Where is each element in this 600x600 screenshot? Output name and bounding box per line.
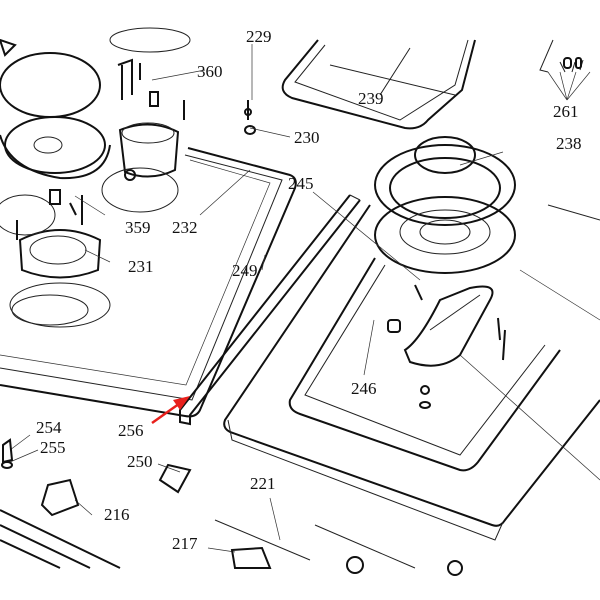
label-254: 254 <box>36 418 62 437</box>
label-239: 239 <box>358 89 384 108</box>
label-245: 245 <box>288 174 314 193</box>
label-229: 229 <box>246 27 272 46</box>
label-255: 255 <box>40 438 66 457</box>
label-360: 360 <box>197 62 223 81</box>
right-hob-plate <box>223 204 600 541</box>
label-238: 238 <box>556 134 582 153</box>
bottom-parts <box>0 438 463 576</box>
label-232: 232 <box>172 218 198 237</box>
left-burner-large <box>0 27 191 180</box>
label-249: 249 <box>232 261 258 280</box>
label-231: 231 <box>128 257 154 276</box>
injector-246 <box>387 284 506 409</box>
label-261: 261 <box>553 102 579 121</box>
part-labels: 229 360 239 261 238 230 245 359 232 231 … <box>36 27 582 553</box>
left-burner-small <box>0 194 111 328</box>
label-246: 246 <box>351 379 377 398</box>
label-359: 359 <box>125 218 151 237</box>
label-256: 256 <box>118 421 144 440</box>
label-230: 230 <box>294 128 320 147</box>
burner-body-232 <box>16 58 185 240</box>
label-250: 250 <box>127 452 153 471</box>
label-217: 217 <box>172 534 198 553</box>
label-216: 216 <box>104 505 130 524</box>
left-hob-plate <box>0 147 297 418</box>
label-221: 221 <box>250 474 276 493</box>
right-burner-238 <box>374 136 516 274</box>
screw-229 <box>244 100 256 135</box>
leader-lines <box>9 44 600 553</box>
parts-261 <box>539 39 591 101</box>
divider-strip-256 <box>179 194 361 426</box>
highlight-arrow <box>151 396 190 425</box>
pan-support-239 <box>281 39 476 130</box>
